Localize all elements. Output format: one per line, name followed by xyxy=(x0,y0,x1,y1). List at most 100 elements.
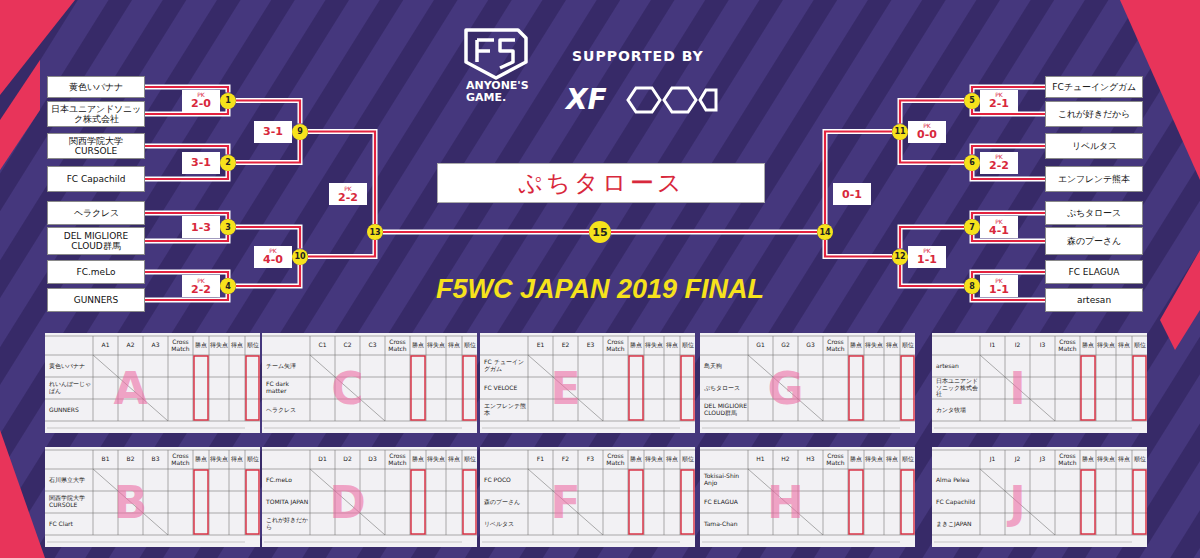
bracket-line xyxy=(308,240,375,257)
column-head: J1 xyxy=(980,450,1005,469)
group-table: HH1H2H3Cross Match勝点得失点得点順位Tokisai-Shin … xyxy=(700,447,915,547)
node-text: 9 xyxy=(297,127,303,136)
score-box: 3-1 xyxy=(254,121,292,143)
grid-line xyxy=(528,336,529,421)
marker-box xyxy=(681,470,694,534)
column-head: A1 xyxy=(93,336,118,355)
team-box: FC ELAGUA xyxy=(1045,260,1143,284)
column-head: 勝点 xyxy=(193,450,209,469)
column-head: E1 xyxy=(528,336,553,355)
match-score: 3-1 xyxy=(191,157,211,168)
bracket-line xyxy=(236,140,300,163)
team-box: エンフレンテ熊本 xyxy=(1045,166,1143,192)
grid-line xyxy=(932,469,1147,470)
grid-line xyxy=(310,336,311,421)
node-text: artesan xyxy=(1077,295,1111,305)
grid-line xyxy=(45,336,260,337)
team-name: ヘラクレス xyxy=(264,399,310,421)
footnote-rule xyxy=(934,428,1132,429)
grid-line xyxy=(262,336,477,337)
self-match-slash xyxy=(980,355,1005,377)
grid-line xyxy=(884,336,885,421)
grid-line xyxy=(310,450,311,535)
column-head: G2 xyxy=(773,336,798,355)
self-match-slash xyxy=(528,355,553,377)
grid-line xyxy=(446,450,447,535)
match-score: 4-0 xyxy=(263,254,283,265)
grid-line xyxy=(480,336,695,337)
grid-line xyxy=(700,336,915,337)
node-text: FC.meLo xyxy=(77,267,116,277)
column-head: H2 xyxy=(773,450,798,469)
grid-line xyxy=(480,421,695,422)
connector-halo xyxy=(308,132,375,225)
group-letter: D xyxy=(310,467,385,537)
team-box: ぷちタロース xyxy=(1045,201,1143,225)
corner-band xyxy=(0,430,45,558)
node-text: 森のプーさん xyxy=(1067,236,1121,246)
footnote-rule xyxy=(47,542,245,543)
grid-line xyxy=(45,355,260,356)
column-head: 順位 xyxy=(245,450,260,469)
column-head: I3 xyxy=(1030,336,1055,355)
score-box: PK1-1 xyxy=(980,275,1018,297)
team-name: TOMITA JAPAN xyxy=(264,491,310,513)
team-name: これが好きだから xyxy=(264,513,310,535)
team-name: 島天狗 xyxy=(702,355,748,377)
grid-line xyxy=(700,513,915,514)
team-name: Alma Pelea xyxy=(934,469,980,491)
marker-box xyxy=(1133,470,1146,534)
node-text: ぷちタロース xyxy=(1067,208,1121,218)
score-box: PK2-2 xyxy=(329,183,367,205)
match-number: 8 xyxy=(964,278,980,294)
column-head: 得点 xyxy=(229,450,245,469)
team-box: リベルタス xyxy=(1045,133,1143,159)
node-text: これが好きだから xyxy=(1058,109,1130,119)
team-name: れいんぼーじゃぱん xyxy=(47,377,93,399)
column-head: 得失点 xyxy=(209,336,229,355)
match-number: 9 xyxy=(292,124,308,140)
group-table: DD1D2D3Cross Match勝点得失点得点順位FC.meLoTOMITA… xyxy=(262,447,477,547)
grid-line xyxy=(480,469,695,470)
grid-line xyxy=(45,377,260,378)
footnote-rule xyxy=(264,542,462,543)
column-head: 勝点 xyxy=(848,450,864,469)
team-name: リベルタス xyxy=(482,513,528,535)
group-letter: I xyxy=(980,353,1055,423)
grid-line xyxy=(700,377,915,378)
node-text: 12 xyxy=(894,252,905,261)
grid-line xyxy=(45,469,260,470)
self-match-slash xyxy=(1030,513,1055,535)
team-name: カンタ牧場 xyxy=(934,399,980,421)
grid-line xyxy=(700,355,915,356)
grid-line xyxy=(823,450,824,535)
group-table: BB1B2B3Cross Match勝点得失点得点順位石川県立大学関西学院大学 … xyxy=(45,447,260,547)
column-head: 得失点 xyxy=(1096,450,1116,469)
match-number: 3 xyxy=(220,219,236,235)
grid-line xyxy=(480,491,695,492)
column-head: 勝点 xyxy=(628,336,644,355)
footnote-rule xyxy=(702,542,900,543)
match-number: 15 xyxy=(589,221,611,243)
column-head: 勝点 xyxy=(628,450,644,469)
column-head: 順位 xyxy=(1132,450,1147,469)
marker-box xyxy=(463,356,476,420)
self-match-slash xyxy=(578,399,603,421)
match-score: 1-1 xyxy=(989,284,1009,295)
column-head: Cross Match xyxy=(1055,450,1080,469)
column-head: 得失点 xyxy=(1096,336,1116,355)
team-name: FC チューイングガム xyxy=(482,355,528,377)
column-head: 得点 xyxy=(884,336,900,355)
grid-line xyxy=(93,336,94,421)
match-score: 3-1 xyxy=(263,126,283,137)
column-head: Cross Match xyxy=(823,336,848,355)
node-text: 黄色いバナナ xyxy=(69,82,123,92)
marker-box xyxy=(849,356,863,420)
score-box: 1-3 xyxy=(182,216,220,238)
grid-line xyxy=(884,450,885,535)
column-head: C2 xyxy=(335,336,360,355)
match-number: 6 xyxy=(964,155,980,171)
score-box: PK0-0 xyxy=(908,121,946,143)
node-text: 6 xyxy=(969,158,975,167)
